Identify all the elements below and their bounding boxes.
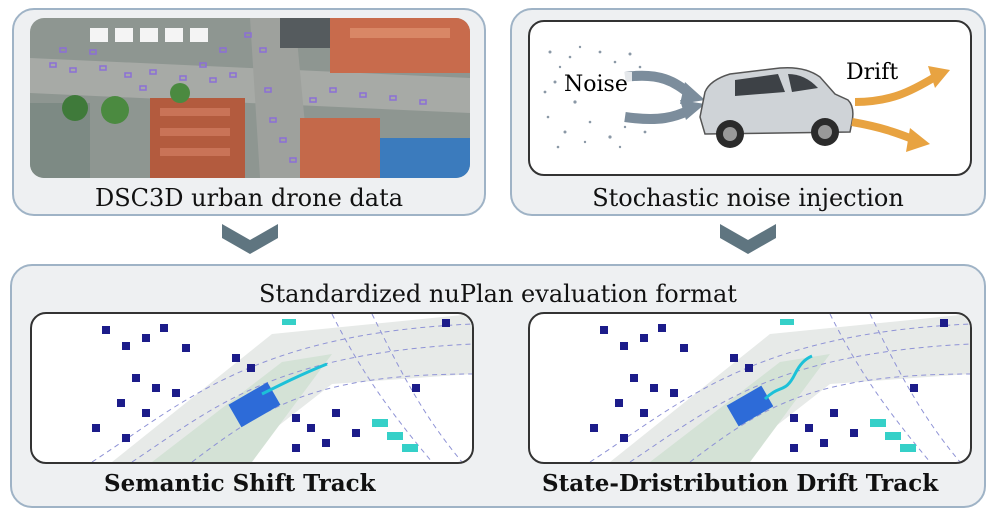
- chevron-down-icon: [720, 224, 776, 254]
- semantic-shift-scene: [30, 312, 474, 464]
- nuplan-format-title: Standardized nuPlan evaluation format: [259, 280, 737, 308]
- drone-image: [30, 18, 470, 178]
- drone-data-panel: DSC3D urban drone data: [12, 8, 486, 216]
- noise-label: Noise: [560, 72, 632, 97]
- noise-illustration: Noise Drift: [528, 20, 972, 176]
- chevron-down-icon: [222, 224, 278, 254]
- drift-label: Drift: [846, 60, 899, 85]
- noise-injection-caption: Stochastic noise injection: [592, 184, 904, 212]
- semantic-shift-label: Semantic Shift Track: [104, 470, 376, 497]
- state-drift-label: State-Dristribution Drift Track: [542, 470, 939, 497]
- nuplan-format-panel: Standardized nuPlan evaluation format: [10, 264, 986, 508]
- state-drift-scene: [528, 312, 972, 464]
- car-icon: [699, 66, 854, 148]
- noise-injection-panel: Noise Drift Stochastic noise injection: [510, 8, 986, 216]
- drone-data-caption: DSC3D urban drone data: [94, 184, 404, 212]
